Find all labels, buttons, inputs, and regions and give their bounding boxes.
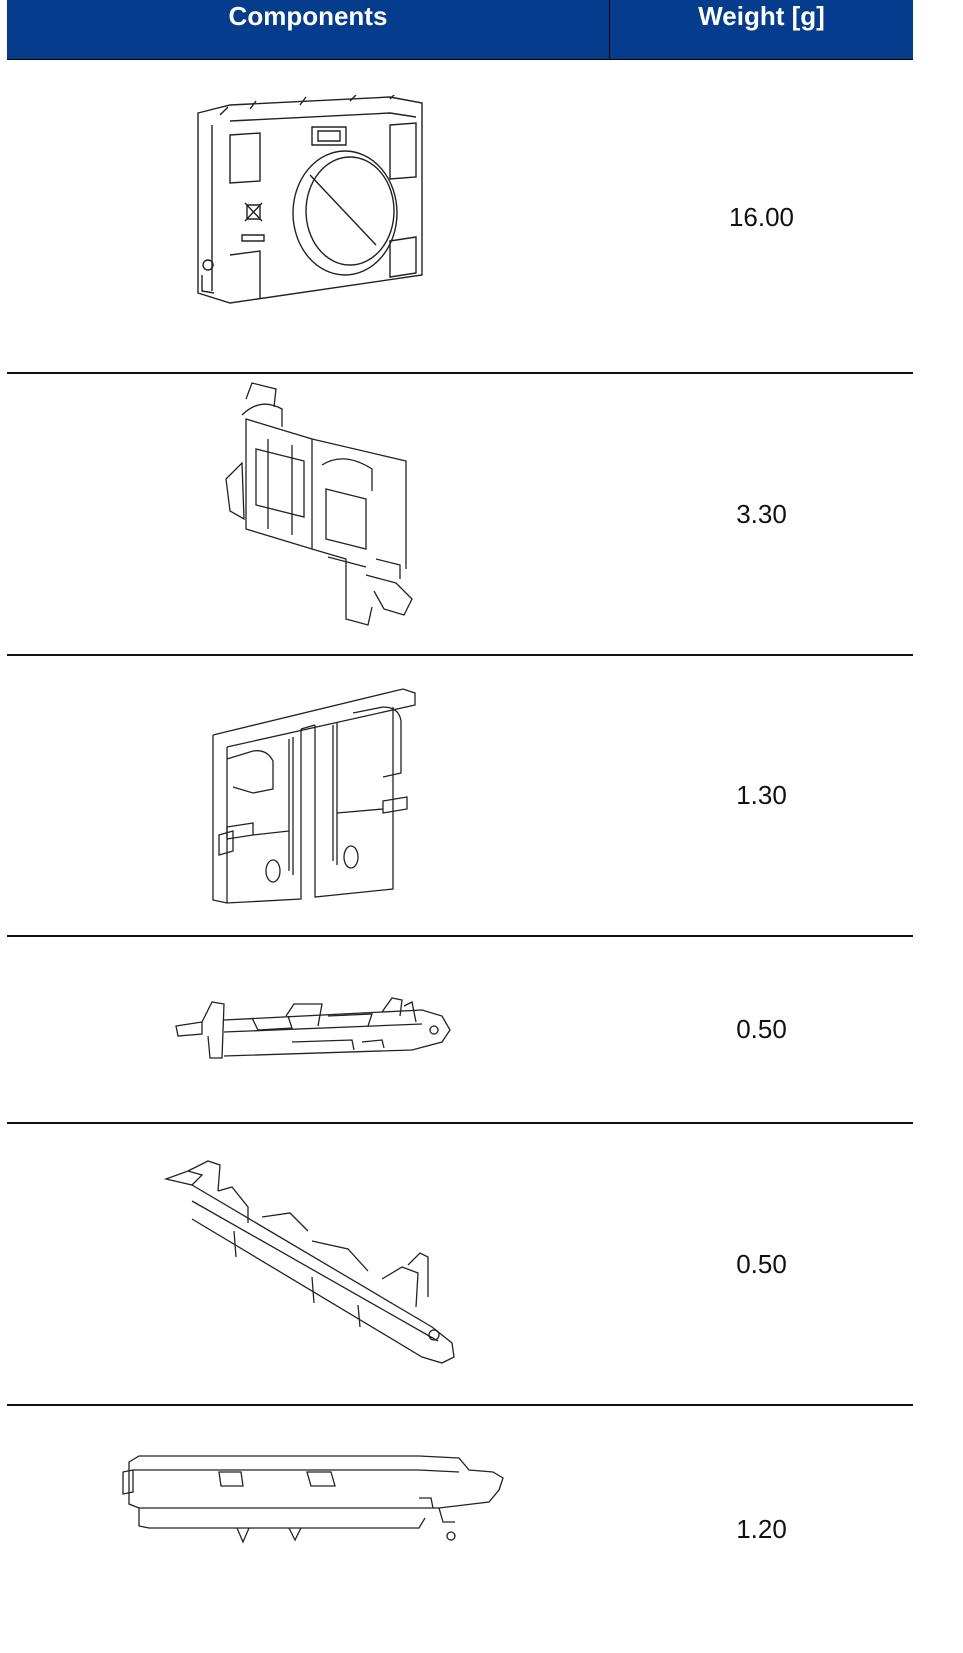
- component-image-cell: [7, 655, 610, 936]
- header-weight: Weight [g]: [610, 0, 913, 60]
- weight-value: 3.30: [736, 499, 787, 529]
- mounting-plate-icon: [203, 685, 428, 907]
- long-bar-icon: [119, 1448, 504, 1548]
- header-components: Components: [7, 0, 610, 60]
- component-image-cell: [7, 374, 610, 655]
- weight-value: 0.50: [736, 1248, 787, 1279]
- row-divider: [7, 935, 913, 937]
- table-row: 0.50: [7, 1123, 913, 1405]
- weight-value: 1.30: [736, 780, 787, 810]
- short-rail-icon: [172, 996, 454, 1064]
- component-image-cell: [7, 1405, 610, 1653]
- table-row: 3.30: [7, 374, 913, 655]
- row-divider: [7, 1122, 913, 1124]
- component-image-cell: [7, 936, 610, 1123]
- component-image-cell: [7, 1123, 610, 1405]
- row-divider: [7, 372, 913, 374]
- row-divider: [7, 1404, 913, 1406]
- weight-value: 1.20: [736, 1513, 787, 1544]
- table-row: 16.00: [7, 60, 913, 374]
- table-row: 1.30: [7, 655, 913, 936]
- housing-frame-icon: [190, 95, 435, 310]
- double-clip-bracket-icon: [216, 379, 418, 629]
- angled-rail-icon: [162, 1157, 462, 1369]
- weight-value: 0.50: [736, 1014, 787, 1044]
- table-row: 0.50: [7, 936, 913, 1123]
- table-row: 1.20: [7, 1405, 913, 1653]
- row-divider: [7, 654, 913, 656]
- weight-value: 16.00: [728, 201, 795, 232]
- component-image-cell: [7, 60, 610, 374]
